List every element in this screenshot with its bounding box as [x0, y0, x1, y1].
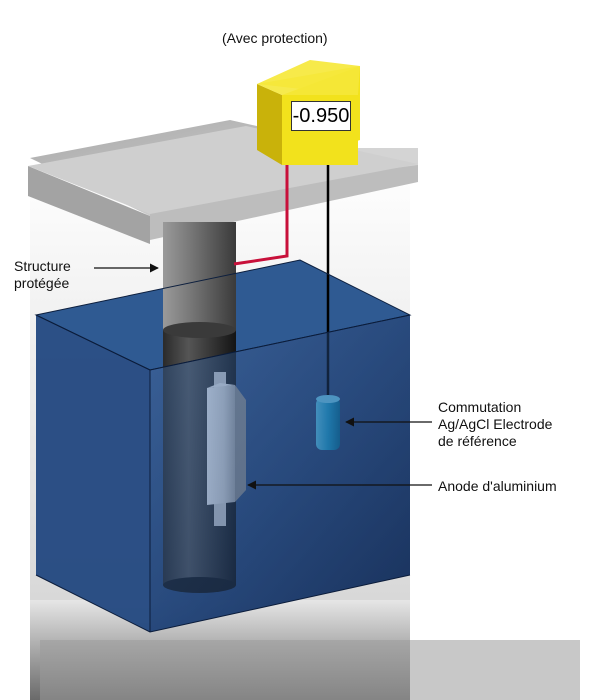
structure-lead — [233, 160, 289, 266]
meter-side — [257, 84, 282, 165]
structure-label: Structure protégée — [14, 258, 71, 292]
anode-label: Anode d'aluminium — [438, 478, 557, 494]
structure-label-line-1: Structure — [14, 258, 71, 274]
water-front-left — [36, 315, 150, 632]
water-left-side — [36, 315, 150, 632]
floor-base — [40, 640, 580, 700]
pile-waterline — [163, 322, 236, 338]
meter-reading: -0.950 — [291, 101, 351, 131]
meter-edge — [257, 66, 360, 95]
structure-label-line-2: protégée — [14, 275, 70, 291]
reference-label-line-1: Commutation — [438, 399, 522, 415]
reference-label-line-3: de référence — [438, 433, 517, 449]
deck-slab-front — [150, 165, 418, 240]
tank-edges-bottom — [35, 574, 411, 633]
water-front-face — [150, 315, 410, 632]
deck-slab — [28, 166, 150, 244]
pile-upper — [163, 222, 236, 332]
reference-label-line-2: Ag/AgCl Electrode — [438, 416, 553, 432]
reference-electrode-label: Commutation Ag/AgCl Electrode de référen… — [438, 399, 552, 450]
caption-label: (Avec protection) — [222, 30, 328, 46]
